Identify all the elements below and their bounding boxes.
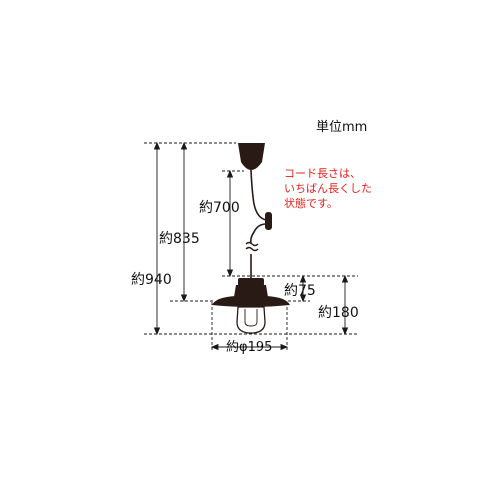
unit-label: 単位mm: [316, 119, 367, 135]
note-line-2: いちばん長くした: [284, 182, 372, 195]
arrow-835-bottom: [180, 294, 188, 303]
cord-length-note: コード長さは、 いちばん長くした 状態です。: [284, 167, 372, 210]
socket-body: [234, 285, 268, 297]
label-height-835: 約835: [159, 231, 200, 247]
label-shade-height: 約180: [318, 305, 359, 321]
arrow-700-top: [226, 169, 234, 178]
arrow-700-bottom: [226, 269, 234, 278]
cord-break-mark-upper: [245, 241, 259, 247]
arrow-940-bottom: [153, 327, 161, 336]
cord-break-mark-lower: [245, 246, 259, 252]
dimension-lines: [153, 141, 349, 351]
arrow-195-left: [210, 343, 219, 351]
label-cord-length: 約700: [199, 200, 240, 216]
cord-upper: [250, 169, 267, 221]
arrow-195-right: [280, 343, 289, 351]
arrow-835-top: [180, 141, 188, 150]
label-socket-height: 約75: [284, 283, 316, 299]
arrow-180-top: [341, 274, 349, 283]
label-total-height: 約940: [131, 272, 172, 288]
bulb: [236, 306, 266, 334]
dimension-labels: 約940 約835 約700 約75 約180 約φ195: [131, 200, 359, 355]
cord-loop: [250, 223, 267, 244]
arrow-75-bottom: [299, 294, 307, 303]
note-line-1: コード長さは、: [284, 167, 361, 180]
note-line-3: 状態です。: [284, 196, 338, 210]
shade: [212, 296, 290, 307]
socket-cap: [238, 278, 264, 286]
ceiling-canopy: [238, 143, 265, 170]
arrow-940-top: [153, 141, 161, 150]
pendant-lamp: [212, 143, 290, 334]
cord-adjuster: [265, 212, 272, 230]
arrow-180-bottom: [341, 327, 349, 336]
label-shade-diameter: 約φ195: [226, 340, 272, 355]
bulb-filament: [244, 309, 258, 327]
arrow-75-top: [299, 274, 307, 283]
extension-lines: [144, 142, 358, 352]
